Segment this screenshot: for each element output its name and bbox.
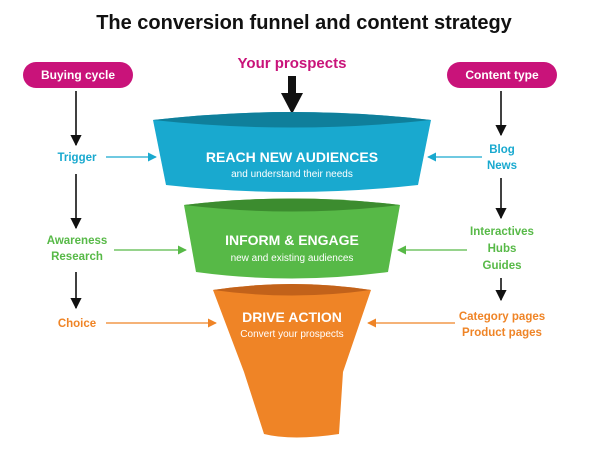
drive-title: DRIVE ACTION xyxy=(242,309,342,325)
funnel-band-reach: REACH NEW AUDIENCES and understand their… xyxy=(153,112,431,192)
stage-research: Research xyxy=(51,251,103,263)
stage-awareness: Awareness xyxy=(47,235,108,247)
drive-band-shape xyxy=(213,284,371,438)
prospects-label: Your prospects xyxy=(238,55,347,72)
buying-cycle-label: Buying cycle xyxy=(41,68,115,82)
content-type-pill-bg xyxy=(447,62,557,88)
content-hubs: Hubs xyxy=(488,243,517,255)
content-guides: Guides xyxy=(483,260,522,272)
stage-trigger: Trigger xyxy=(58,152,98,164)
drive-band-rim xyxy=(213,284,371,296)
buying-cycle-column: Trigger Awareness Research Choice xyxy=(47,91,217,330)
prospects-arrow-icon xyxy=(281,76,303,114)
content-category-pages: Category pages xyxy=(459,311,545,323)
reach-band-rim xyxy=(153,112,431,128)
drive-subtitle: Convert your prospects xyxy=(240,329,343,340)
buying-cycle-pill: Buying cycle xyxy=(23,62,133,88)
stage-choice: Choice xyxy=(58,318,96,330)
inform-subtitle: new and existing audiences xyxy=(231,253,354,264)
diagram-title: The conversion funnel and content strate… xyxy=(96,12,512,34)
content-news: News xyxy=(487,160,517,172)
content-interactives: Interactives xyxy=(470,226,534,238)
reach-band-shape xyxy=(153,112,431,192)
funnel-band-drive: DRIVE ACTION Convert your prospects xyxy=(213,284,371,438)
content-type-pill: Content type xyxy=(447,62,557,88)
content-type-label: Content type xyxy=(465,68,539,82)
content-product-pages: Product pages xyxy=(462,327,542,339)
reach-title: REACH NEW AUDIENCES xyxy=(206,149,378,165)
reach-subtitle: and understand their needs xyxy=(231,169,353,180)
inform-band-shape xyxy=(184,198,400,279)
content-blog: Blog xyxy=(489,144,515,156)
funnel-band-inform: INFORM & ENGAGE new and existing audienc… xyxy=(184,198,400,279)
inform-title: INFORM & ENGAGE xyxy=(225,232,359,248)
buying-cycle-pill-bg xyxy=(23,62,133,88)
inform-band-rim xyxy=(184,198,400,212)
content-type-column: Blog News Interactives Hubs Guides Categ… xyxy=(367,91,545,339)
